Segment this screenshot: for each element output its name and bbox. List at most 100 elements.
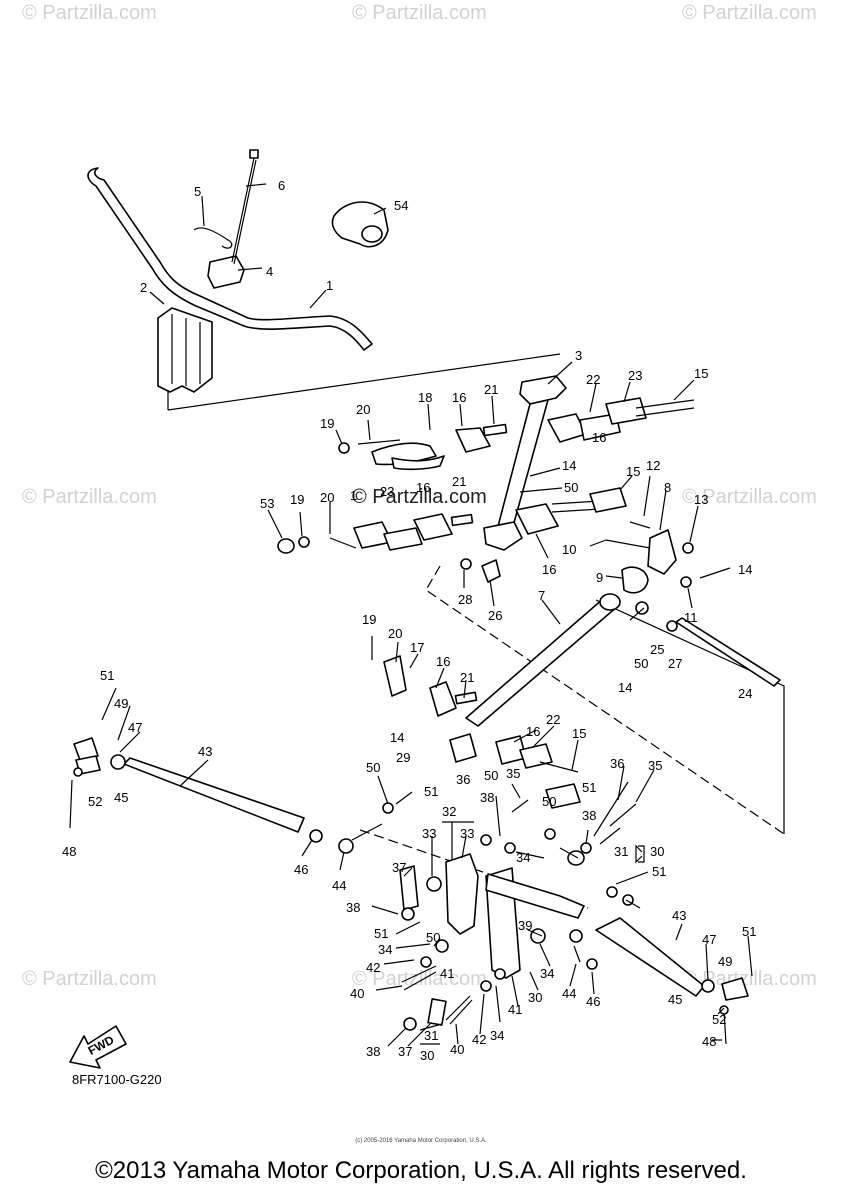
callout-50: 50 <box>484 768 498 783</box>
callout-44: 44 <box>562 986 576 1001</box>
tie-rod-left <box>69 737 305 833</box>
callout-20: 20 <box>388 626 402 641</box>
callout-19: 19 <box>320 416 334 431</box>
callout-37: 37 <box>392 860 406 875</box>
callout-11: 11 <box>684 610 698 625</box>
callout-35: 35 <box>648 758 662 773</box>
callout-51: 51 <box>374 926 388 941</box>
upper-linkage-parts <box>338 397 695 471</box>
callout-46: 46 <box>294 862 308 877</box>
callout-50: 50 <box>542 794 556 809</box>
callout-52: 52 <box>712 1012 726 1027</box>
callout-15: 15 <box>572 726 586 741</box>
watermark: © Partzilla.com <box>22 2 157 24</box>
callout-48: 48 <box>62 844 76 859</box>
callout-51: 51 <box>742 924 756 939</box>
watermark: © Partzilla.com <box>352 2 487 24</box>
callout-14: 14 <box>562 458 576 473</box>
callout-44: 44 <box>332 878 346 893</box>
callout-30: 30 <box>650 844 664 859</box>
callout-47: 47 <box>702 932 716 947</box>
right-bracket-parts <box>605 521 694 594</box>
callout-18: 1 <box>350 488 357 503</box>
callout-18: 18 <box>418 390 432 405</box>
callout-16: 16 <box>436 654 450 669</box>
watermark: © Partzilla.com <box>352 486 487 508</box>
callout-53: 53 <box>260 496 274 511</box>
callout-34: 34 <box>378 942 392 957</box>
callout-13: 13 <box>694 492 708 507</box>
callout-31: 31 <box>424 1028 438 1043</box>
tie-rod-right <box>595 917 749 1045</box>
cross-shaft-part <box>465 593 621 727</box>
callout-50: 50 <box>634 656 648 671</box>
callout-27: 27 <box>668 656 682 671</box>
callout-21: 21 <box>460 670 474 685</box>
callout-4: 4 <box>266 264 273 279</box>
callout-34: 34 <box>516 850 530 865</box>
callout-37: 37 <box>398 1044 412 1059</box>
callout-39: 39 <box>518 918 532 933</box>
callout-16: 16 <box>416 480 430 495</box>
callout-50: 50 <box>426 930 440 945</box>
callout-35: 35 <box>506 766 520 781</box>
rod-end-part <box>629 601 678 632</box>
group-outline <box>167 353 561 411</box>
clip-part <box>193 227 233 249</box>
callout-38: 38 <box>346 900 360 915</box>
callout-36: 36 <box>610 756 624 771</box>
callout-43: 43 <box>672 908 686 923</box>
callout-12: 12 <box>646 458 660 473</box>
lower-linkage-parts <box>383 655 581 809</box>
steering-column-part <box>483 375 567 551</box>
callout-9: 9 <box>596 570 603 585</box>
callout-30: 30 <box>528 990 542 1005</box>
callout-16: 16 <box>542 562 556 577</box>
callout-14: 14 <box>390 730 404 745</box>
watermark: © Partzilla.com <box>682 486 817 508</box>
callout-50: 50 <box>564 480 578 495</box>
rod-part-24 <box>675 617 781 687</box>
callout-1: 1 <box>326 278 333 293</box>
callout-51: 51 <box>652 864 666 879</box>
callout-38: 38 <box>366 1044 380 1059</box>
callout-14: 14 <box>618 680 632 695</box>
callout-6: 6 <box>278 178 285 193</box>
callout-48: 48 <box>702 1034 716 1049</box>
watermark: © Partzilla.com <box>682 968 817 990</box>
callout-42: 42 <box>472 1032 486 1047</box>
callout-33: 33 <box>422 826 436 841</box>
callout-24: 24 <box>738 686 752 701</box>
callout-8: 8 <box>664 480 671 495</box>
callout-50: 50 <box>366 760 380 775</box>
callout-40: 40 <box>450 1042 464 1057</box>
callout-15: 15 <box>626 464 640 479</box>
callout-21: 21 <box>484 382 498 397</box>
callout-28: 28 <box>458 592 472 607</box>
callout-38: 38 <box>480 790 494 805</box>
callout-51: 51 <box>582 780 596 795</box>
clamp-bolt-part <box>231 149 259 265</box>
callout-51: 51 <box>424 784 438 799</box>
callout-52: 52 <box>88 794 102 809</box>
small-copyright: (c) 2005-2016 Yamaha Motor Corporation, … <box>355 1138 487 1144</box>
leader-lines <box>101 183 753 1047</box>
callout-49: 49 <box>718 954 732 969</box>
pitman-arm-parts <box>399 853 585 979</box>
callout-41: 41 <box>508 1002 522 1017</box>
watermark: © Partzilla.com <box>682 2 817 24</box>
callout-labels: 1 2 3 4 5 6 7 8 9 10 11 12 13 14 14 14 1… <box>62 178 756 1063</box>
callout-33: 33 <box>460 826 474 841</box>
middle-linkage-parts <box>277 487 627 583</box>
rod-end-44 <box>309 823 383 854</box>
group-bracket <box>638 845 645 863</box>
callout-7: 7 <box>538 588 545 603</box>
callout-2: 2 <box>140 280 147 295</box>
callout-20: 20 <box>320 490 334 505</box>
callout-3: 3 <box>575 348 582 363</box>
callout-14: 14 <box>738 562 752 577</box>
callout-23: 23 <box>380 484 394 499</box>
callout-20: 20 <box>356 402 370 417</box>
outline-right <box>595 599 785 834</box>
callout-49: 49 <box>114 696 128 711</box>
